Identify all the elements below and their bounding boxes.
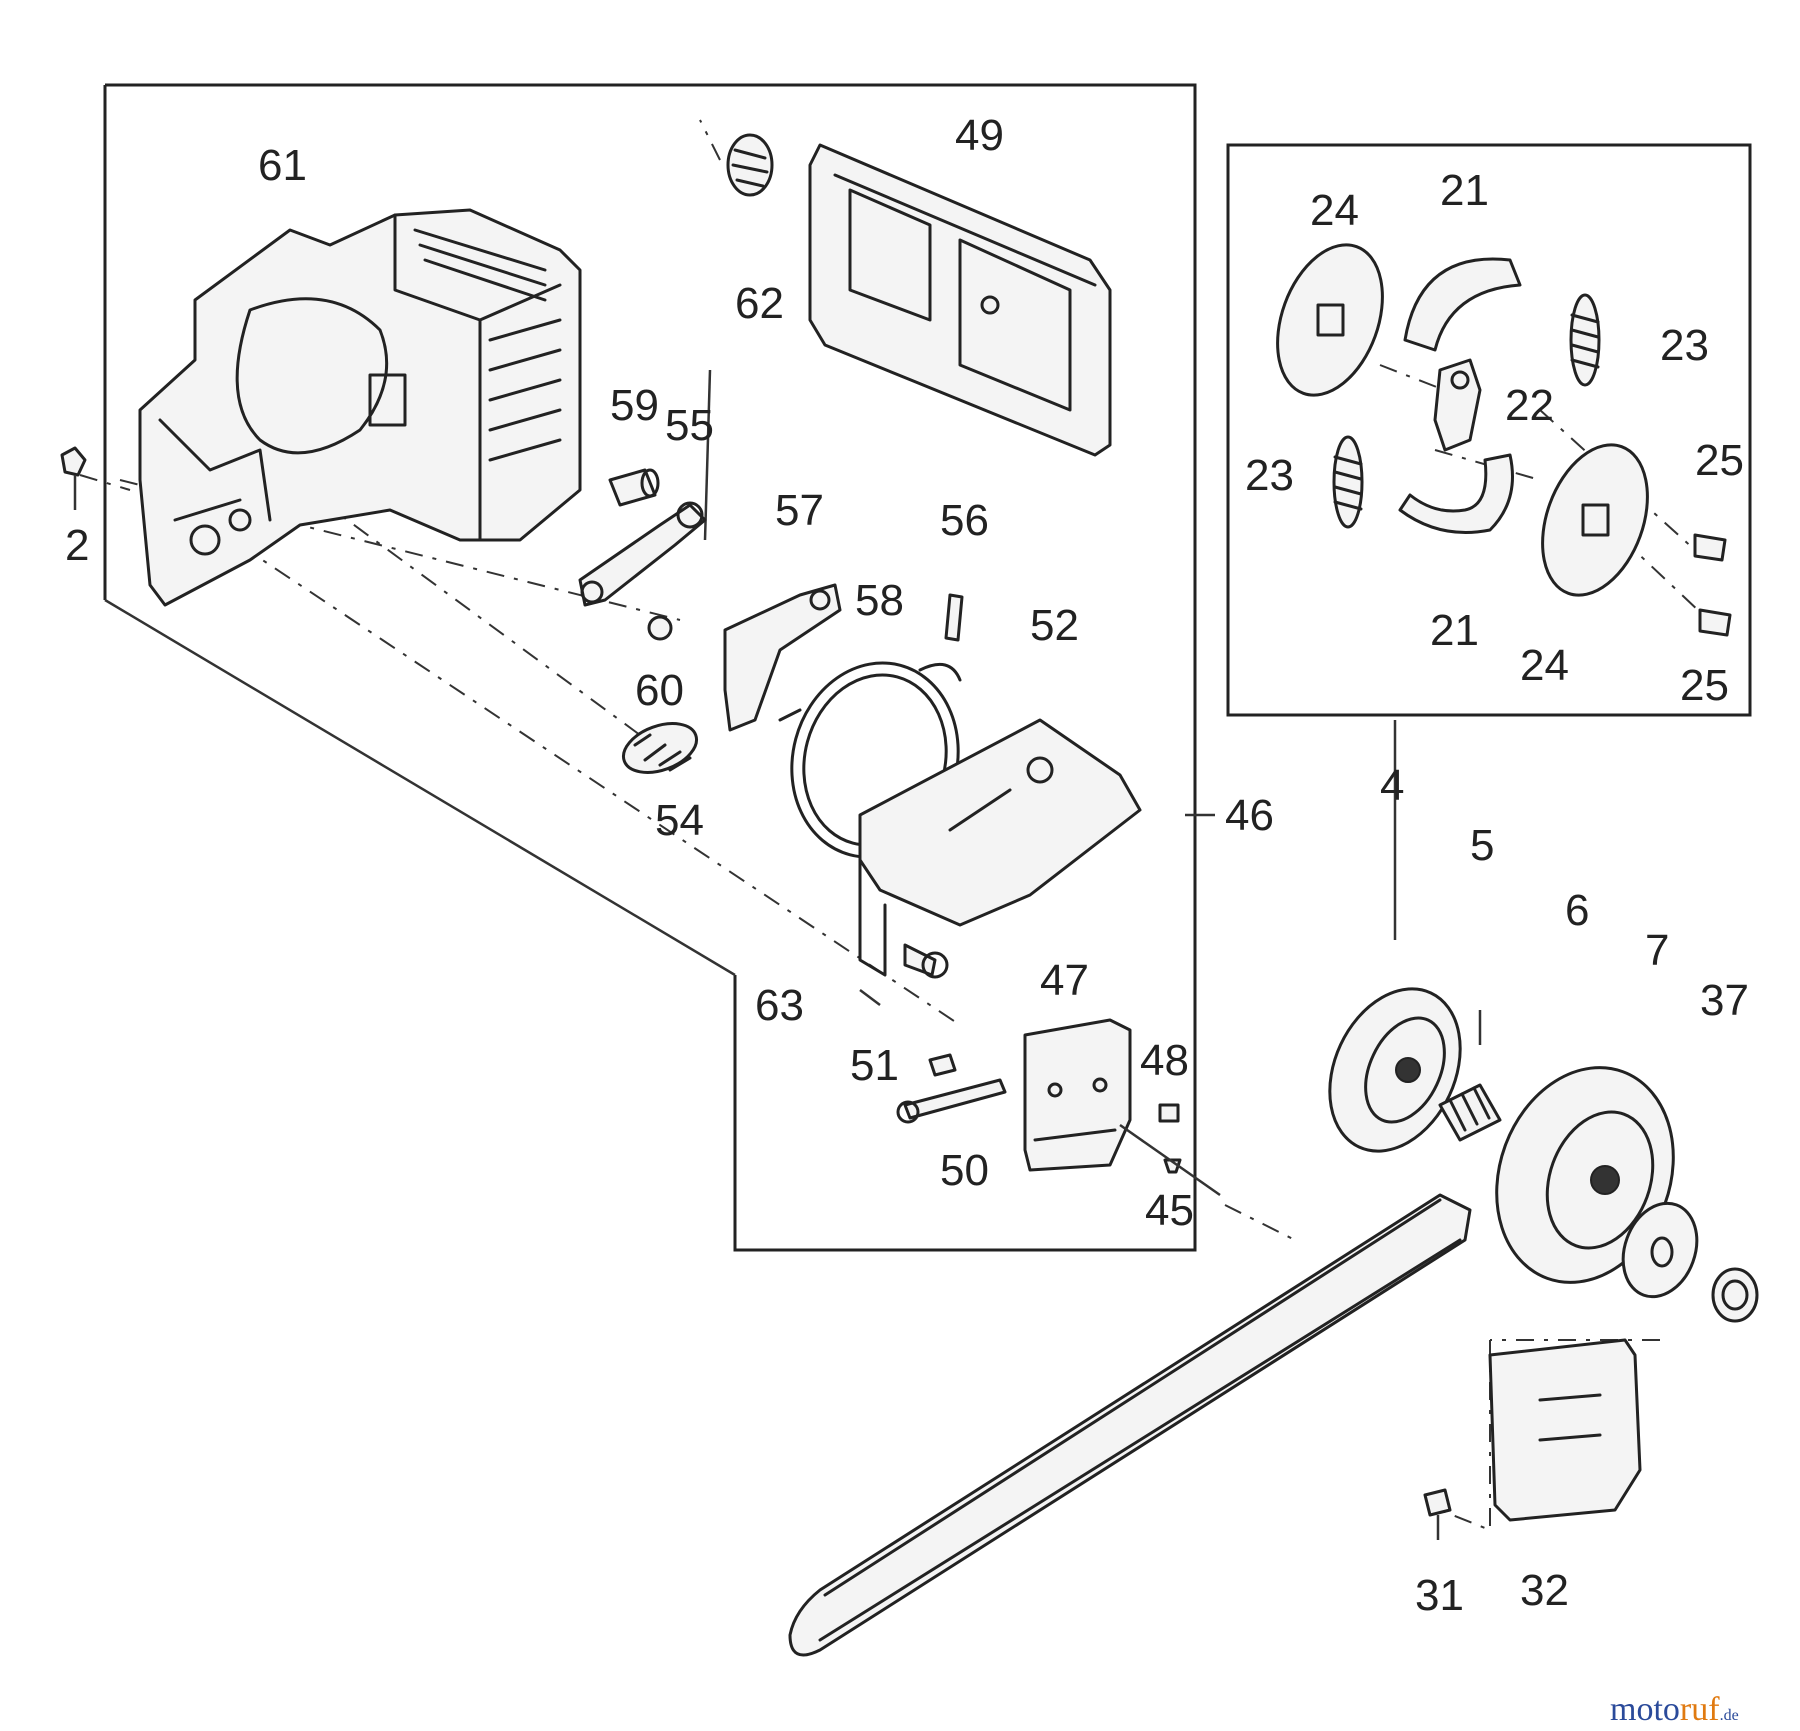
small-pin-part-56 — [944, 593, 964, 642]
guide-bar — [788, 1123, 1472, 1657]
label-part-46: 46 — [1225, 791, 1274, 840]
nut-part-48 — [1158, 1103, 1180, 1123]
clutch-hub-part-22 — [1433, 358, 1482, 452]
label-part-22: 22 — [1505, 381, 1554, 430]
label-part-57: 57 — [775, 486, 824, 535]
engine-housing-part-61 — [138, 208, 582, 607]
pin-part-59 — [608, 468, 660, 507]
label-part-55: 55 — [665, 401, 714, 450]
sprocket-cover-part-32 — [1488, 1338, 1642, 1522]
watermark-suffix: .de — [1720, 1707, 1739, 1724]
label-part-2: 2 — [65, 521, 89, 570]
clutch-bolt-part-25-top — [1693, 533, 1727, 562]
label-part-32: 32 — [1520, 1566, 1569, 1615]
part-labels: 61 49 62 59 55 2 57 56 58 52 60 54 46 63… — [65, 111, 1749, 1620]
bolt-part-50 — [896, 1078, 1007, 1124]
catcher-plate-part-47 — [1023, 1018, 1132, 1172]
clutch-assembly-part-4 — [1328, 987, 1462, 1153]
label-part-61: 61 — [258, 141, 307, 190]
label-part-37: 37 — [1700, 976, 1749, 1025]
label-part-21-top: 21 — [1440, 166, 1489, 215]
label-part-54: 54 — [655, 796, 704, 845]
spring-part-54 — [622, 722, 698, 774]
clutch-spring-part-23-right — [1569, 293, 1601, 387]
brake-base-part-52 — [858, 718, 1142, 977]
label-part-4: 4 — [1380, 761, 1404, 810]
chain-guard-plate-part-49 — [808, 143, 1112, 457]
sleeve-part-37 — [1711, 1267, 1759, 1323]
washer-part-7 — [1621, 1201, 1699, 1299]
link-arm-part-55 — [578, 501, 707, 607]
label-part-51: 51 — [850, 1041, 899, 1090]
label-part-25-bottom: 25 — [1680, 661, 1729, 710]
label-part-47: 47 — [1040, 956, 1089, 1005]
label-part-5: 5 — [1470, 821, 1494, 870]
nut-part-31 — [1423, 1488, 1452, 1540]
lever-bracket-part-57 — [723, 583, 842, 732]
label-part-58: 58 — [855, 576, 904, 625]
fastener-part-51 — [928, 1053, 957, 1077]
label-part-25-top: 25 — [1695, 436, 1744, 485]
label-part-56: 56 — [940, 496, 989, 545]
watermark-part2: ruf — [1680, 1691, 1720, 1728]
watermark-part1: moto — [1610, 1691, 1680, 1728]
svg-text:motoruf.de: motoruf.de — [1610, 1691, 1739, 1728]
needle-bearing-part-5 — [1438, 1083, 1502, 1142]
label-part-63: 63 — [755, 981, 804, 1030]
label-part-48: 48 — [1140, 1036, 1189, 1085]
label-part-7: 7 — [1645, 926, 1669, 975]
label-part-23-left: 23 — [1245, 451, 1294, 500]
label-part-45: 45 — [1145, 1186, 1194, 1235]
label-part-52: 52 — [1030, 601, 1079, 650]
label-part-62: 62 — [735, 279, 784, 328]
clutch-shoe-part-21-bottom — [1398, 453, 1514, 534]
clutch-spring-part-23-left — [1332, 435, 1364, 529]
bolt-part-63 — [903, 943, 949, 979]
ball-part-60 — [647, 615, 673, 641]
label-part-24-bottom: 24 — [1520, 641, 1569, 690]
clutch-plate-part-24-top — [1276, 243, 1384, 397]
label-part-23-right: 23 — [1660, 321, 1709, 370]
spring-cap-part-62 — [726, 133, 774, 197]
clutch-plate-part-24-bottom — [1541, 443, 1649, 597]
group-46-frame — [105, 83, 1197, 1252]
clutch-bolt-part-25-bottom — [1698, 608, 1732, 637]
label-part-6: 6 — [1565, 886, 1589, 935]
clutch-shoe-part-21-top — [1403, 257, 1522, 352]
label-part-31: 31 — [1415, 1571, 1464, 1620]
label-part-21-bottom: 21 — [1430, 606, 1479, 655]
clutch-detail-frame — [1226, 143, 1752, 717]
label-part-60: 60 — [635, 666, 684, 715]
label-part-59: 59 — [610, 381, 659, 430]
watermark-logo: motoruf.de — [1610, 1691, 1739, 1728]
label-part-49: 49 — [955, 111, 1004, 160]
label-part-24-top: 24 — [1310, 186, 1359, 235]
bolt-part-2 — [60, 446, 87, 510]
label-part-50: 50 — [940, 1146, 989, 1195]
